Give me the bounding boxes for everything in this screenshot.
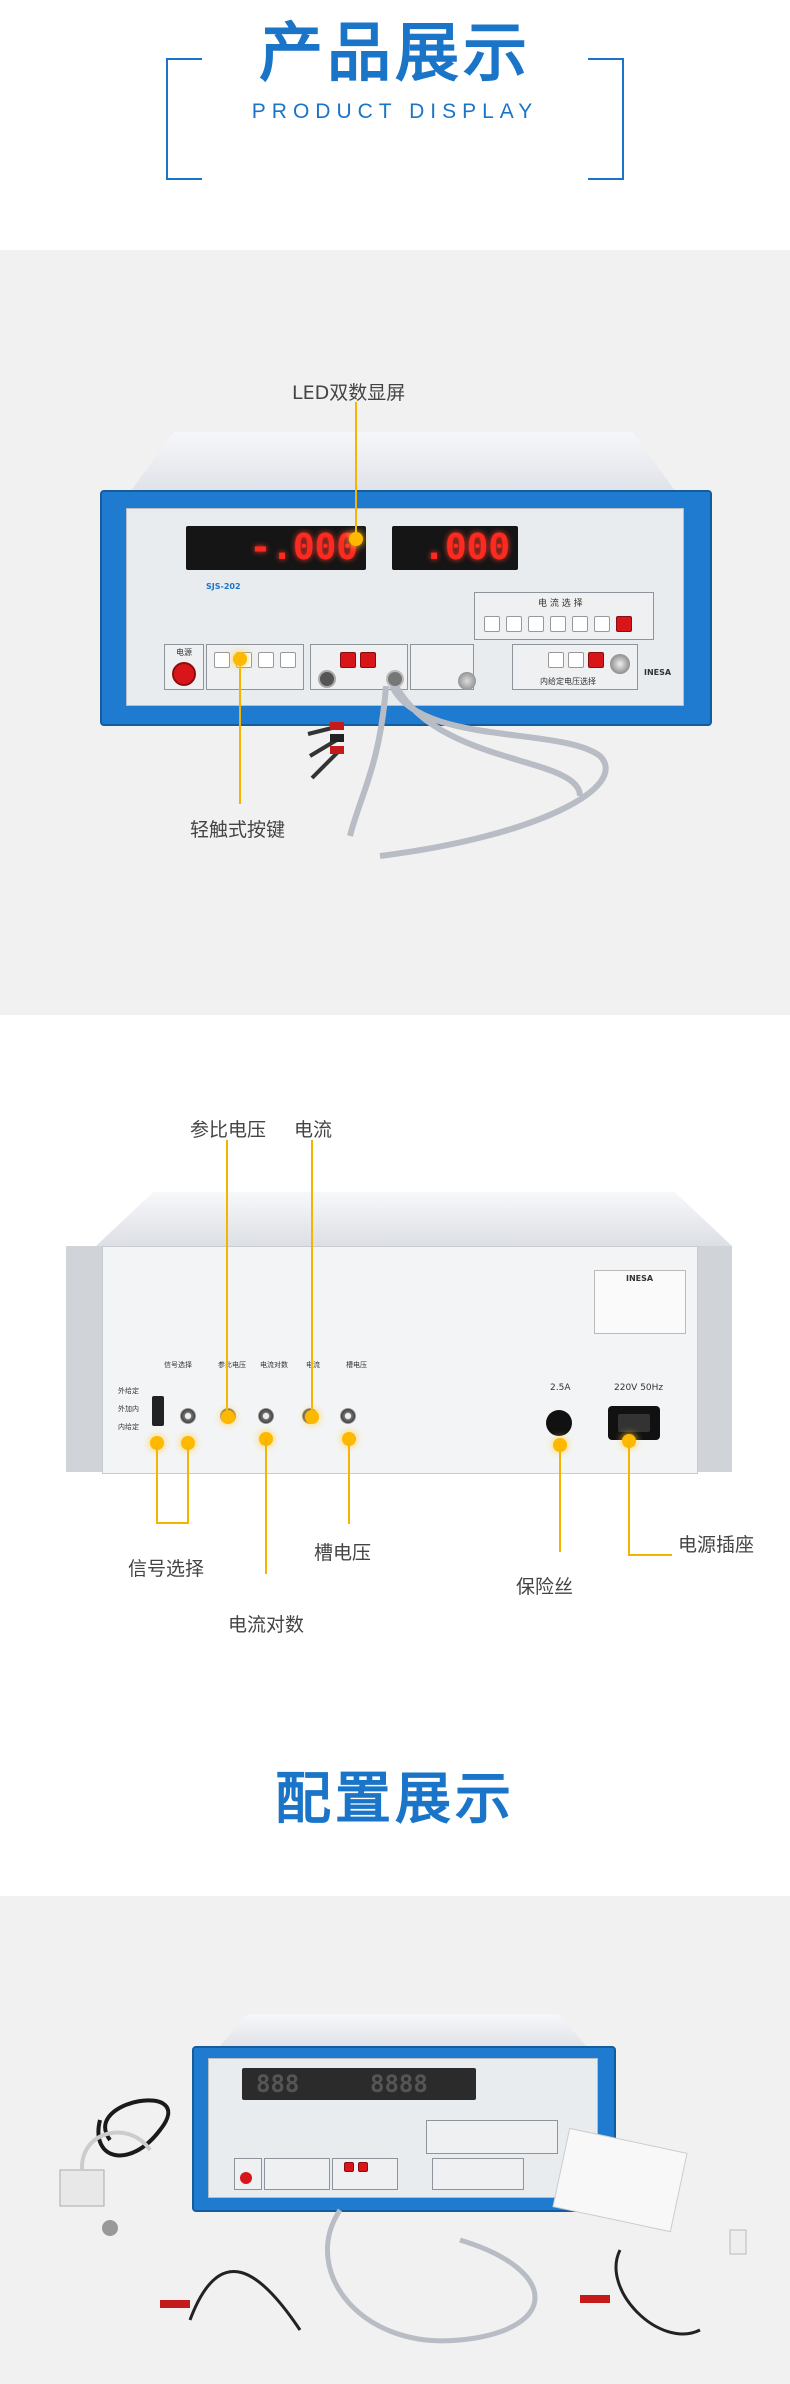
header-bracket-right bbox=[588, 58, 624, 180]
red-button-1[interactable] bbox=[340, 652, 356, 668]
nameplate-brand: INESA bbox=[626, 1274, 654, 1283]
callout-cell-line bbox=[348, 1440, 350, 1524]
callout-log-dot bbox=[259, 1432, 273, 1446]
callout-fuse: 保险丝 bbox=[516, 1576, 574, 1598]
callout-cell-voltage: 槽电压 bbox=[314, 1542, 372, 1564]
range-button-100mA[interactable] bbox=[594, 616, 610, 632]
callout-power-socket: 电源插座 bbox=[678, 1534, 755, 1556]
brand-label: INESA bbox=[644, 668, 672, 677]
callout-current-log: 电流对数 bbox=[228, 1614, 305, 1636]
ref-title: 内给定电压选择 bbox=[540, 677, 596, 686]
panel-label-ref: 参比电压 bbox=[218, 1361, 246, 1369]
config-display-right: 8888 bbox=[370, 2070, 428, 2098]
range-button-1uA[interactable] bbox=[484, 616, 500, 632]
power-button[interactable] bbox=[172, 662, 196, 686]
ref-button-3[interactable] bbox=[588, 652, 604, 668]
callout-current-line bbox=[311, 1140, 313, 1416]
callout-signal-dot-2 bbox=[181, 1436, 195, 1450]
mode-button-4[interactable] bbox=[280, 652, 296, 668]
callout-current-dot bbox=[305, 1410, 319, 1424]
callout-socket-dot bbox=[622, 1434, 636, 1448]
led-display-right: .000 bbox=[392, 526, 518, 570]
header-bracket-left bbox=[166, 58, 202, 180]
page-subtitle: PRODUCT DISPLAY bbox=[251, 100, 539, 123]
callout-signal-dot-1 bbox=[150, 1436, 164, 1450]
panel-label-signal: 信号选择 bbox=[164, 1361, 192, 1369]
switch-label-mix: 外加内 bbox=[118, 1405, 139, 1413]
switch-label-ext: 外给定 bbox=[118, 1387, 139, 1395]
panel-label-cell: 槽电压 bbox=[346, 1361, 367, 1369]
fuse-holder[interactable] bbox=[546, 1410, 572, 1436]
callout-log-line bbox=[265, 1440, 267, 1574]
bnc-signal[interactable] bbox=[180, 1408, 196, 1424]
callout-signal-line-1 bbox=[156, 1446, 158, 1524]
config-power-button[interactable] bbox=[240, 2172, 252, 2184]
config-display-bg bbox=[242, 2068, 476, 2100]
callout-socket-line bbox=[628, 1442, 630, 1556]
callout-buttons-line bbox=[239, 656, 241, 804]
range-button-100uA[interactable] bbox=[528, 616, 544, 632]
callout-ref-voltage: 参比电压 bbox=[190, 1119, 267, 1141]
callout-signal-hline bbox=[156, 1522, 189, 1524]
config-red-button-1[interactable] bbox=[344, 2162, 354, 2172]
config-title: 配置展示 bbox=[275, 1767, 515, 1832]
page-title: 产品展示 bbox=[259, 17, 531, 91]
callout-fuse-line bbox=[559, 1446, 561, 1552]
range-button-1A[interactable] bbox=[616, 616, 632, 632]
config-top-cover bbox=[218, 2014, 588, 2048]
power-label: 电源 bbox=[176, 648, 192, 657]
range-button-1mA[interactable] bbox=[550, 616, 566, 632]
ref-button-1[interactable] bbox=[548, 652, 564, 668]
knob-right[interactable] bbox=[610, 654, 630, 674]
callout-socket-hline bbox=[628, 1554, 672, 1556]
signal-select-switch[interactable] bbox=[152, 1396, 164, 1426]
fuse-rating: 2.5A bbox=[550, 1383, 571, 1393]
range-button-10uA[interactable] bbox=[506, 616, 522, 632]
range-button-10mA[interactable] bbox=[572, 616, 588, 632]
config-display-left: 888 bbox=[256, 2070, 300, 2098]
config-ref-box bbox=[432, 2158, 524, 2190]
callout-led-line bbox=[355, 402, 357, 538]
back-top-cover bbox=[96, 1192, 732, 1246]
callout-signal-select: 信号选择 bbox=[128, 1558, 205, 1580]
callout-buttons-dot bbox=[233, 652, 247, 666]
led-display-left: -.000 bbox=[186, 526, 366, 570]
callout-cell-dot bbox=[342, 1432, 356, 1446]
callout-current: 电流 bbox=[294, 1119, 333, 1141]
callout-buttons: 轻触式按键 bbox=[190, 819, 286, 841]
config-range-box bbox=[426, 2120, 558, 2154]
device-top-cover bbox=[130, 432, 676, 492]
switch-label-int: 内给定 bbox=[118, 1423, 139, 1431]
bnc-cell-voltage[interactable] bbox=[340, 1408, 356, 1424]
callout-signal-line-2 bbox=[187, 1446, 189, 1524]
back-side-right bbox=[696, 1246, 732, 1472]
knob-left[interactable] bbox=[458, 672, 476, 690]
callout-fuse-dot bbox=[553, 1438, 567, 1452]
config-accessories bbox=[59, 2098, 747, 2344]
range-title: 电 流 选 择 bbox=[538, 599, 583, 609]
callout-led-dot bbox=[349, 532, 363, 546]
test-cables bbox=[307, 686, 609, 859]
bnc-connector-front[interactable] bbox=[318, 670, 336, 688]
nameplate bbox=[594, 1270, 686, 1334]
panel-label-log: 电流对数 bbox=[260, 1361, 288, 1369]
red-button-2[interactable] bbox=[360, 652, 376, 668]
panel-label-current: 电流 bbox=[306, 1361, 320, 1369]
ref-button-2[interactable] bbox=[568, 652, 584, 668]
mode-button-1[interactable] bbox=[214, 652, 230, 668]
callout-led-display: LED双数显屏 bbox=[292, 382, 406, 404]
back-side-left bbox=[66, 1246, 102, 1472]
power-socket-inner bbox=[618, 1414, 650, 1432]
mode-button-3[interactable] bbox=[258, 652, 274, 668]
power-rating: 220V 50Hz bbox=[614, 1383, 664, 1393]
config-red-button-2[interactable] bbox=[358, 2162, 368, 2172]
callout-ref-line bbox=[226, 1140, 228, 1416]
config-mode-box bbox=[264, 2158, 330, 2190]
model-label: SJS-202 bbox=[206, 582, 241, 591]
callout-ref-dot bbox=[221, 1410, 235, 1424]
bnc-current-log[interactable] bbox=[258, 1408, 274, 1424]
